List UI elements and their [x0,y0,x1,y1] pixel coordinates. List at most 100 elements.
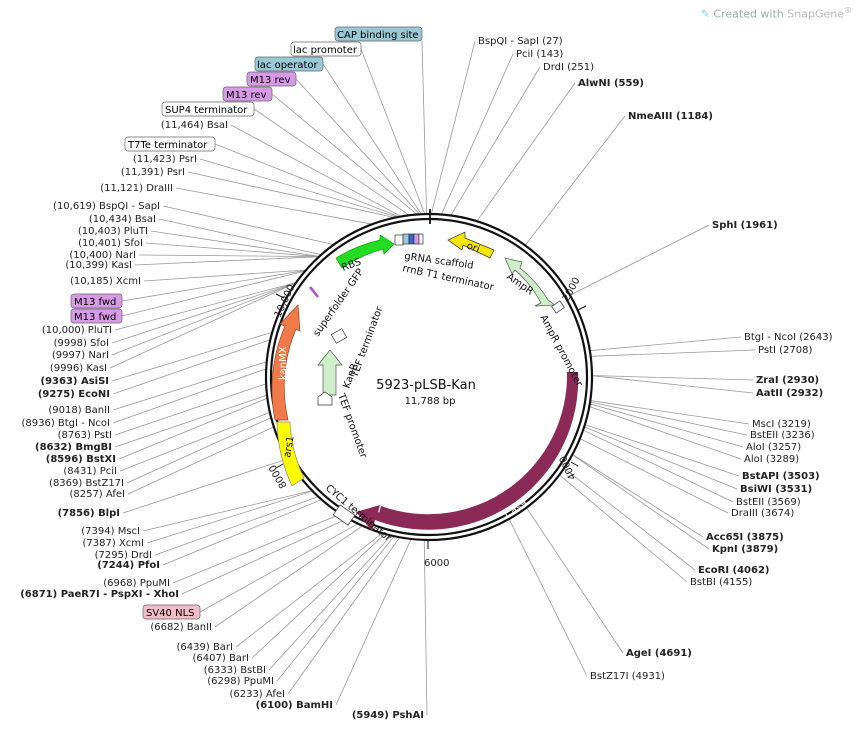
site-right-19[interactable]: KpnI (3879) [712,544,778,555]
site-right-3[interactable]: AlwNI (559) [578,78,644,89]
site-right-20[interactable]: EcoRI (4062) [698,565,770,576]
site-right-1[interactable]: PciI (143) [516,49,563,60]
feature-small-box-2[interactable] [402,233,410,245]
site-left-25[interactable]: (7856) BlpI [58,508,120,519]
site-right-4[interactable]: NmeAIII (1184) [628,111,713,122]
lacop-label-box[interactable] [254,56,324,72]
feature-ori-arrow[interactable] [447,231,495,259]
site-left-37[interactable]: (6233) AfeI [229,689,285,700]
tick-4000: 4000 [558,454,579,482]
site-left-32[interactable]: (6682) BanII [150,622,212,633]
m13fwd1-label-text: M13 fwd [74,297,116,308]
site-right-18[interactable]: Acc65I (3875) [706,532,784,543]
feature-small-box-4[interactable] [413,233,420,245]
site-left-3[interactable]: (11,121) DraIII [100,183,173,194]
site-left-16[interactable]: (9275) EcoNI [38,389,110,400]
leader-line [441,53,514,215]
m13rev2-label-box[interactable] [222,86,273,102]
site-right-9[interactable]: AatII (2932) [756,388,823,399]
m13rev1-label-box[interactable] [246,71,297,87]
site-left-29[interactable]: (7244) PfoI [97,560,160,571]
site-left-14[interactable]: (9996) KasI [50,363,107,374]
site-right-7[interactable]: PstI (2708) [758,345,812,356]
site-right-17[interactable]: DraIII (3674) [731,508,794,519]
site-left-27[interactable]: (7387) XcmI [83,538,144,549]
feature-small-box-1[interactable] [394,234,404,246]
site-left-8[interactable]: (10,400) NarI [69,250,136,261]
site-left-21[interactable]: (8596) BstXI [46,454,116,465]
m13fwd2-label-box[interactable] [70,308,123,324]
feature-kanmx-arrow[interactable] [271,304,301,421]
site-left-13[interactable]: (9997) NarI [52,350,109,361]
feature-cyc1-box[interactable] [332,504,356,526]
site-right-23[interactable]: BstZ17I (4931) [590,671,665,682]
box-leader-line [121,269,306,302]
lacprom-label-box[interactable] [290,41,362,57]
site-left-19[interactable]: (8763) PstI [58,430,112,441]
site-left-20[interactable]: (8632) BmgBI [35,442,112,453]
sv40-label-box[interactable] [142,604,201,620]
leader-line [111,282,297,356]
site-left-2[interactable]: (11,391) PsrI [121,167,185,178]
site-right-11[interactable]: BstEII (3236) [750,430,815,441]
site-left-5[interactable]: (10,434) BsaI [89,214,156,225]
feature-small-box-3[interactable] [408,233,415,245]
site-right-15[interactable]: BsiWI (3531) [740,484,812,495]
site-left-26[interactable]: (7394) MscI [81,526,140,537]
site-right-21[interactable]: BstBI (4155) [690,577,752,588]
leader-line [142,490,313,532]
site-left-12[interactable]: (9998) SfoI [54,338,109,349]
site-left-22[interactable]: (8431) PciI [63,466,117,477]
site-left-31[interactable]: (6871) PaeR7I - PspXI - XhoI [20,589,179,600]
site-left-39[interactable]: (5949) PshAI [352,710,424,721]
site-left-7[interactable]: (10,401) SfoI [78,238,143,249]
feature-ampr-promoter-box[interactable] [551,300,565,314]
feature-ampr-arrow[interactable] [504,257,557,307]
feature-tef-promoter-label: TEF promoter [335,391,369,460]
site-left-23[interactable]: (8369) BstZ17I [49,478,124,489]
site-left-6[interactable]: (10,403) PluTI [78,226,148,237]
feature-small-box-5[interactable] [418,233,424,245]
site-left-15[interactable]: (9363) AsiSI [41,376,110,387]
site-left-9[interactable]: (10,399) KasI [65,260,132,271]
feature-gfp-arrow[interactable] [335,234,395,269]
site-right-10[interactable]: MscI (3219) [752,419,811,430]
site-left-4[interactable]: (10,619) BspQI - SapI [53,201,160,212]
site-left-35[interactable]: (6333) BstBI [204,665,266,676]
site-left-11[interactable]: (10,000) PluTI [42,325,112,336]
site-left-18[interactable]: (8936) BtgI - NcoI [21,418,110,429]
feature-ampr-label: AmpR [504,271,535,297]
site-right-8[interactable]: ZraI (2930) [756,375,819,386]
site-right-13[interactable]: AloI (3289) [744,454,799,465]
site-right-0[interactable]: BspQI - SapI (27) [478,36,563,47]
site-right-16[interactable]: BstEII (3569) [736,497,801,508]
site-left-10[interactable]: (10,185) XcmI [70,276,141,287]
site-left-1[interactable]: (11,423) PsrI [133,154,197,165]
sup4-label-box[interactable] [161,101,255,117]
site-left-33[interactable]: (6439) BarI [177,642,233,653]
site-right-2[interactable]: DrdI (251) [543,62,594,73]
site-left-34[interactable]: (6407) BarI [193,653,249,664]
feature-tef-terminator-box[interactable] [330,328,348,344]
site-right-6[interactable]: BtgI - NcoI (2643) [744,332,833,343]
t7te-label-box[interactable] [124,136,216,152]
site-left-36[interactable]: (6298) PpuMI [207,676,274,687]
feature-kanr-arrow[interactable] [317,349,343,396]
feature-tef-promoter-arrow[interactable] [317,391,333,406]
site-left-24[interactable]: (8257) AfeI [69,489,125,500]
site-right-22[interactable]: AgeI (4691) [626,648,692,659]
cap-label-box[interactable] [334,26,423,42]
leader-line [335,538,412,706]
site-left-0[interactable]: (11,464) BsaI [161,120,228,131]
leader-line [572,454,704,538]
site-right-12[interactable]: AloI (3257) [746,442,801,453]
feature-ars1-box[interactable] [276,421,305,487]
site-left-28[interactable]: (7295) DrdI [95,550,152,561]
feature-cas9-body[interactable] [378,372,579,526]
site-right-14[interactable]: BstAPI (3503) [742,471,820,482]
site-left-30[interactable]: (6968) PpuMI [103,578,170,589]
site-left-38[interactable]: (6100) BamHI [256,700,333,711]
m13fwd1-label-box[interactable] [70,293,123,309]
site-left-17[interactable]: (9018) BanII [48,405,110,416]
site-right-5[interactable]: SphI (1961) [712,220,778,231]
